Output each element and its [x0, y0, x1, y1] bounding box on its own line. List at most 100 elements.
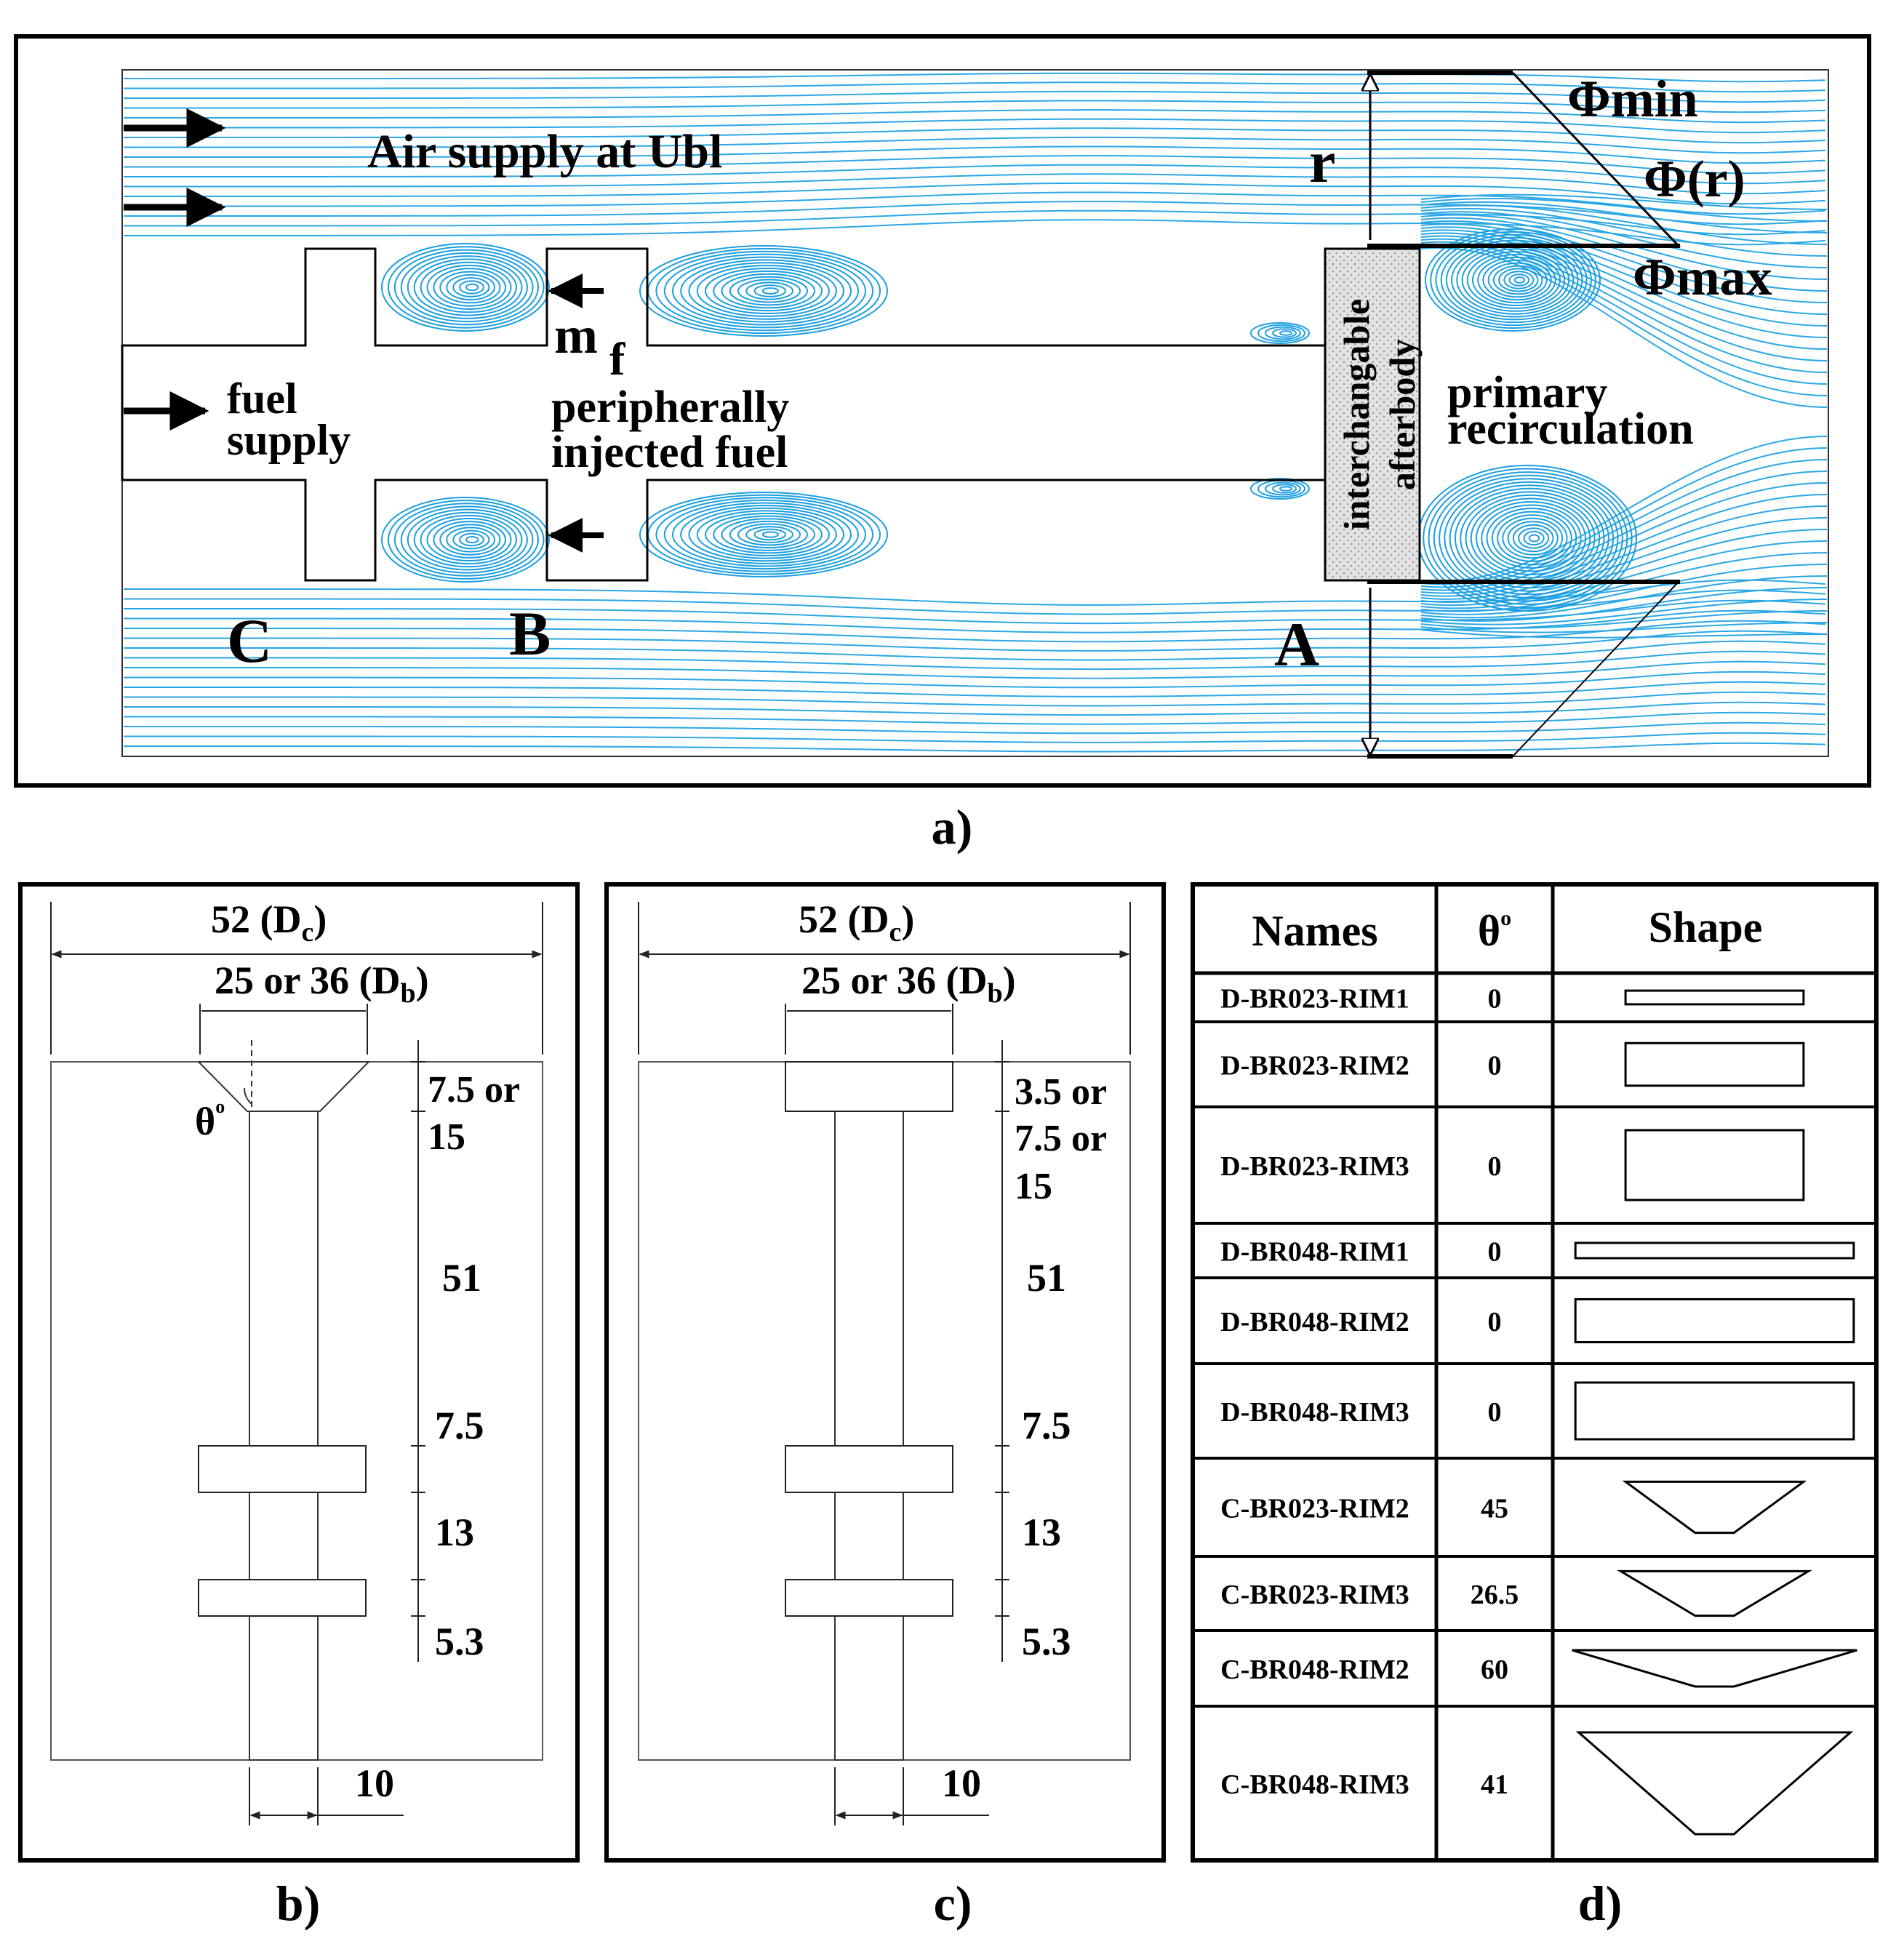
shape-rectangle: [1574, 1381, 1855, 1441]
rim-1: [785, 1445, 953, 1493]
streamline: [124, 209, 1826, 236]
vortex-ring: [1250, 478, 1310, 500]
vortex-ring: [705, 268, 830, 314]
vortex-ring: [407, 508, 528, 571]
streamline: [124, 732, 1826, 743]
row-theta: 26.5: [1471, 1580, 1519, 1610]
shape-trapezoid: [1622, 1480, 1807, 1535]
vortex-ring: [1257, 324, 1305, 343]
shape-rectangle: [1574, 1298, 1855, 1343]
streamline: [1420, 201, 1828, 233]
vortex-ring: [426, 265, 512, 310]
vortex-ring: [1451, 242, 1579, 318]
recirculation-vortices: [381, 228, 1637, 612]
streamline: [124, 81, 1826, 93]
vortex-ring: [452, 277, 490, 297]
vortex-ring: [459, 280, 484, 295]
vortex-ring: [737, 279, 801, 303]
vortex-ring: [1470, 497, 1591, 579]
vortex-ring: [1518, 527, 1550, 549]
vortex-ring: [672, 502, 859, 567]
row-theta: 60: [1481, 1655, 1508, 1685]
fuel-supply-label: supply: [227, 416, 351, 464]
streamline: [1420, 217, 1828, 292]
streamline: [124, 701, 1826, 716]
rim-2: [198, 1579, 367, 1617]
vortex-ring: [1265, 326, 1301, 340]
header-names: Names: [1252, 907, 1377, 955]
primary-label: recirculation: [1447, 404, 1694, 454]
vortex-ring: [655, 497, 874, 572]
theta-label: θo: [195, 1096, 225, 1143]
disk: [785, 1061, 953, 1112]
vortex-ring: [1440, 236, 1588, 324]
streamline: [1420, 211, 1828, 268]
vortex-ring: [745, 281, 794, 300]
width-10-label: 10: [942, 1761, 981, 1805]
streamline: [124, 201, 1826, 225]
caption-a: a): [932, 799, 973, 855]
streamline: [124, 630, 1826, 652]
point-a-label: A: [1274, 609, 1319, 679]
streamline: [124, 90, 1826, 103]
vortex-ring: [1502, 517, 1564, 559]
vortex-ring: [721, 518, 816, 551]
vortex-ring: [1492, 265, 1543, 295]
stem: [834, 1111, 904, 1761]
streamline: [1420, 482, 1828, 594]
vortex-ring: [688, 507, 845, 562]
vortex-ring: [1444, 481, 1615, 596]
phi-r-label: Φ(r): [1644, 150, 1745, 208]
streamline: [124, 742, 1826, 753]
vortex-ring: [1435, 233, 1592, 327]
h1-label: 7.5 or: [1015, 1118, 1107, 1159]
row-theta: 41: [1481, 1769, 1508, 1800]
vortex-ring: [1460, 491, 1601, 585]
vortex-ring: [1439, 478, 1619, 599]
vortex-ring: [400, 252, 534, 323]
point-c-label: C: [227, 606, 272, 676]
streamline: [1420, 226, 1828, 327]
caption-b: b): [276, 1876, 320, 1931]
streamline: [1420, 214, 1828, 280]
vortex-ring: [1445, 239, 1583, 321]
streamline: [1420, 587, 1828, 622]
streamline: [124, 109, 1826, 124]
phi-min-label: Φmin: [1567, 70, 1698, 128]
r-label: r: [1309, 129, 1335, 195]
vortex-ring: [680, 259, 852, 323]
vortex-ring: [1523, 530, 1545, 546]
vortex-ring: [420, 514, 517, 565]
row-name: C-BR023-RIM2: [1220, 1494, 1409, 1524]
row-name: C-BR023-RIM3: [1220, 1580, 1409, 1610]
table-frame: [1191, 882, 1879, 1863]
streamline: [124, 173, 1826, 195]
vortex-ring: [459, 532, 484, 547]
afterbody-label: interchangable: [1336, 299, 1377, 531]
vortex-ring: [420, 261, 517, 313]
vortex-ring: [705, 513, 830, 556]
vortex-ring: [1528, 534, 1540, 543]
vortex-ring: [426, 518, 512, 561]
db-label: 25 or 36 (Db): [215, 959, 429, 1009]
vortex-ring: [1513, 276, 1526, 284]
row-theta: 0: [1488, 1237, 1502, 1268]
mf-label: m: [554, 306, 598, 364]
h1-label: 7.5 or: [428, 1069, 520, 1111]
vortex-ring: [446, 273, 496, 301]
vortex-ring: [1454, 487, 1605, 589]
point-b-label: B: [509, 599, 551, 668]
stem: [249, 1111, 319, 1761]
panel-b: 52 (Dc) 25 or 36 (Db) θo 7.5 or 15 51 7.…: [18, 882, 580, 1863]
vortex-ring: [1487, 262, 1548, 298]
vortex-ring: [1486, 508, 1577, 569]
vortex-ring: [672, 256, 859, 326]
streamline: [124, 671, 1826, 689]
air-supply-label: Air supply at Ubl: [367, 125, 722, 178]
caption-c: c): [934, 1876, 972, 1931]
conical-disk: [196, 1061, 371, 1112]
vortex-ring: [753, 528, 787, 541]
width-10-label: 10: [355, 1761, 394, 1805]
streamline: [1420, 540, 1828, 609]
